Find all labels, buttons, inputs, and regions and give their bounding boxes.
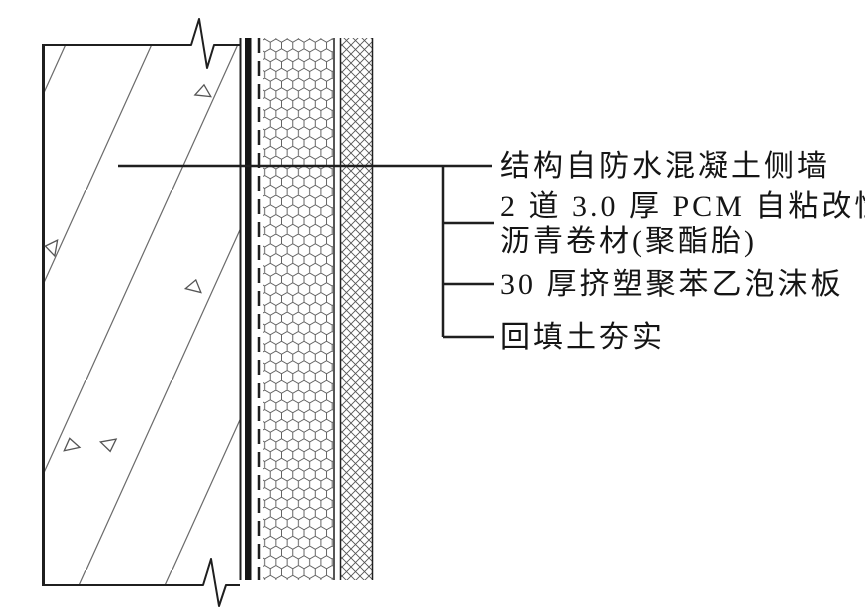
insulation-hex-area (263, 38, 333, 580)
membrane-band (245, 38, 252, 580)
label-backfill-soil: 回填土夯实 (500, 321, 665, 354)
concrete-wall-hatch-area (42, 45, 240, 585)
callout-labels: 结构自防水混凝土侧墙 2 道 3.0 厚 PCM 自粘改性 沥青卷材(聚酯胎) … (500, 150, 865, 354)
aggregate-triangles (44, 83, 212, 453)
wall-bottom-edge-break-line (42, 558, 240, 607)
membrane-layer (239, 38, 261, 580)
backfill-crosshatch-area (341, 38, 372, 580)
label-membrane-line1: 2 道 3.0 厚 PCM 自粘改性 (500, 190, 865, 223)
insulation-layer (263, 38, 335, 580)
wall-top-edge-break-line (42, 18, 240, 69)
leader-lines (118, 164, 494, 339)
label-concrete-wall: 结构自防水混凝土侧墙 (500, 150, 830, 183)
label-membrane-line2: 沥青卷材(聚酯胎) (500, 225, 757, 258)
label-insulation-board: 30 厚挤塑聚苯乙泡沫板 (500, 268, 844, 301)
backfill-layer (339, 38, 374, 580)
concrete-wall-section (42, 18, 240, 607)
